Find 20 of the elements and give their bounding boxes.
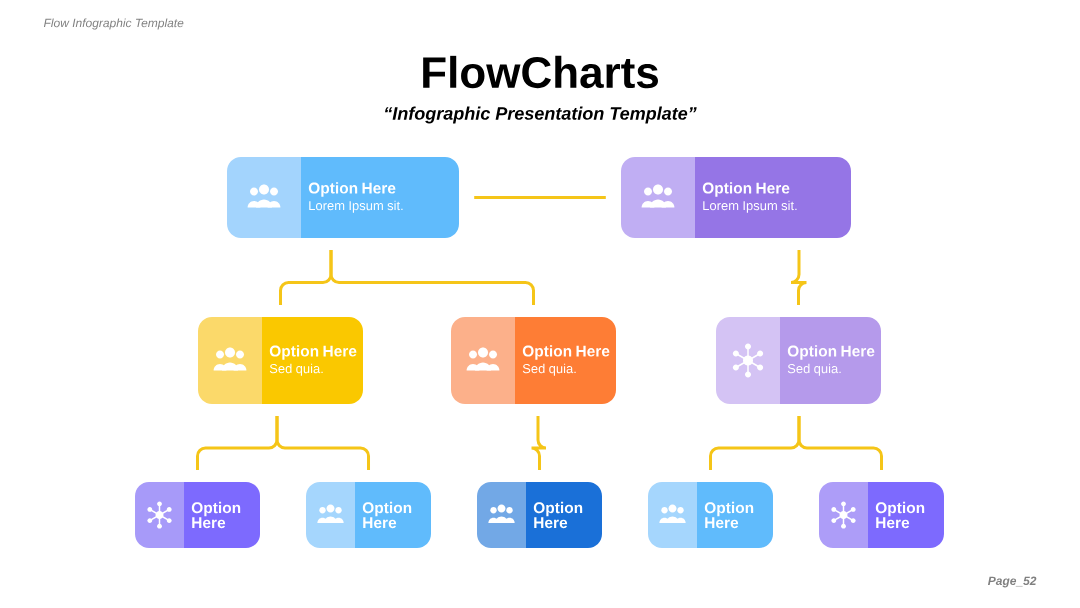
connector-line bbox=[797, 416, 883, 470]
header-text: Flow Infographic Template bbox=[43, 18, 184, 30]
option-box: Option Here bbox=[135, 482, 260, 548]
page-number: Page_52 bbox=[987, 576, 1037, 588]
connector-line bbox=[530, 416, 548, 470]
option-box: Option Here bbox=[306, 482, 431, 548]
option-box: Option Here Lorem Ipsum sit. bbox=[621, 157, 851, 238]
option-box: Option Here Sed quia. bbox=[716, 317, 881, 404]
option-box: Option Here bbox=[819, 482, 944, 548]
connector-line bbox=[474, 196, 606, 199]
option-box: Option Here bbox=[648, 482, 773, 548]
option-box: Option Here Sed quia. bbox=[198, 317, 363, 404]
connector-line bbox=[789, 250, 808, 305]
title: FlowCharts bbox=[423, 55, 658, 89]
connector-line bbox=[275, 416, 370, 470]
option-box: Option Here Sed quia. bbox=[451, 317, 616, 404]
subtitle: “Infographic Presentation Template” bbox=[385, 106, 697, 124]
option-box: Option Here bbox=[477, 482, 602, 548]
connector-line bbox=[329, 250, 535, 305]
option-box: Option Here Lorem Ipsum sit. bbox=[227, 157, 459, 238]
